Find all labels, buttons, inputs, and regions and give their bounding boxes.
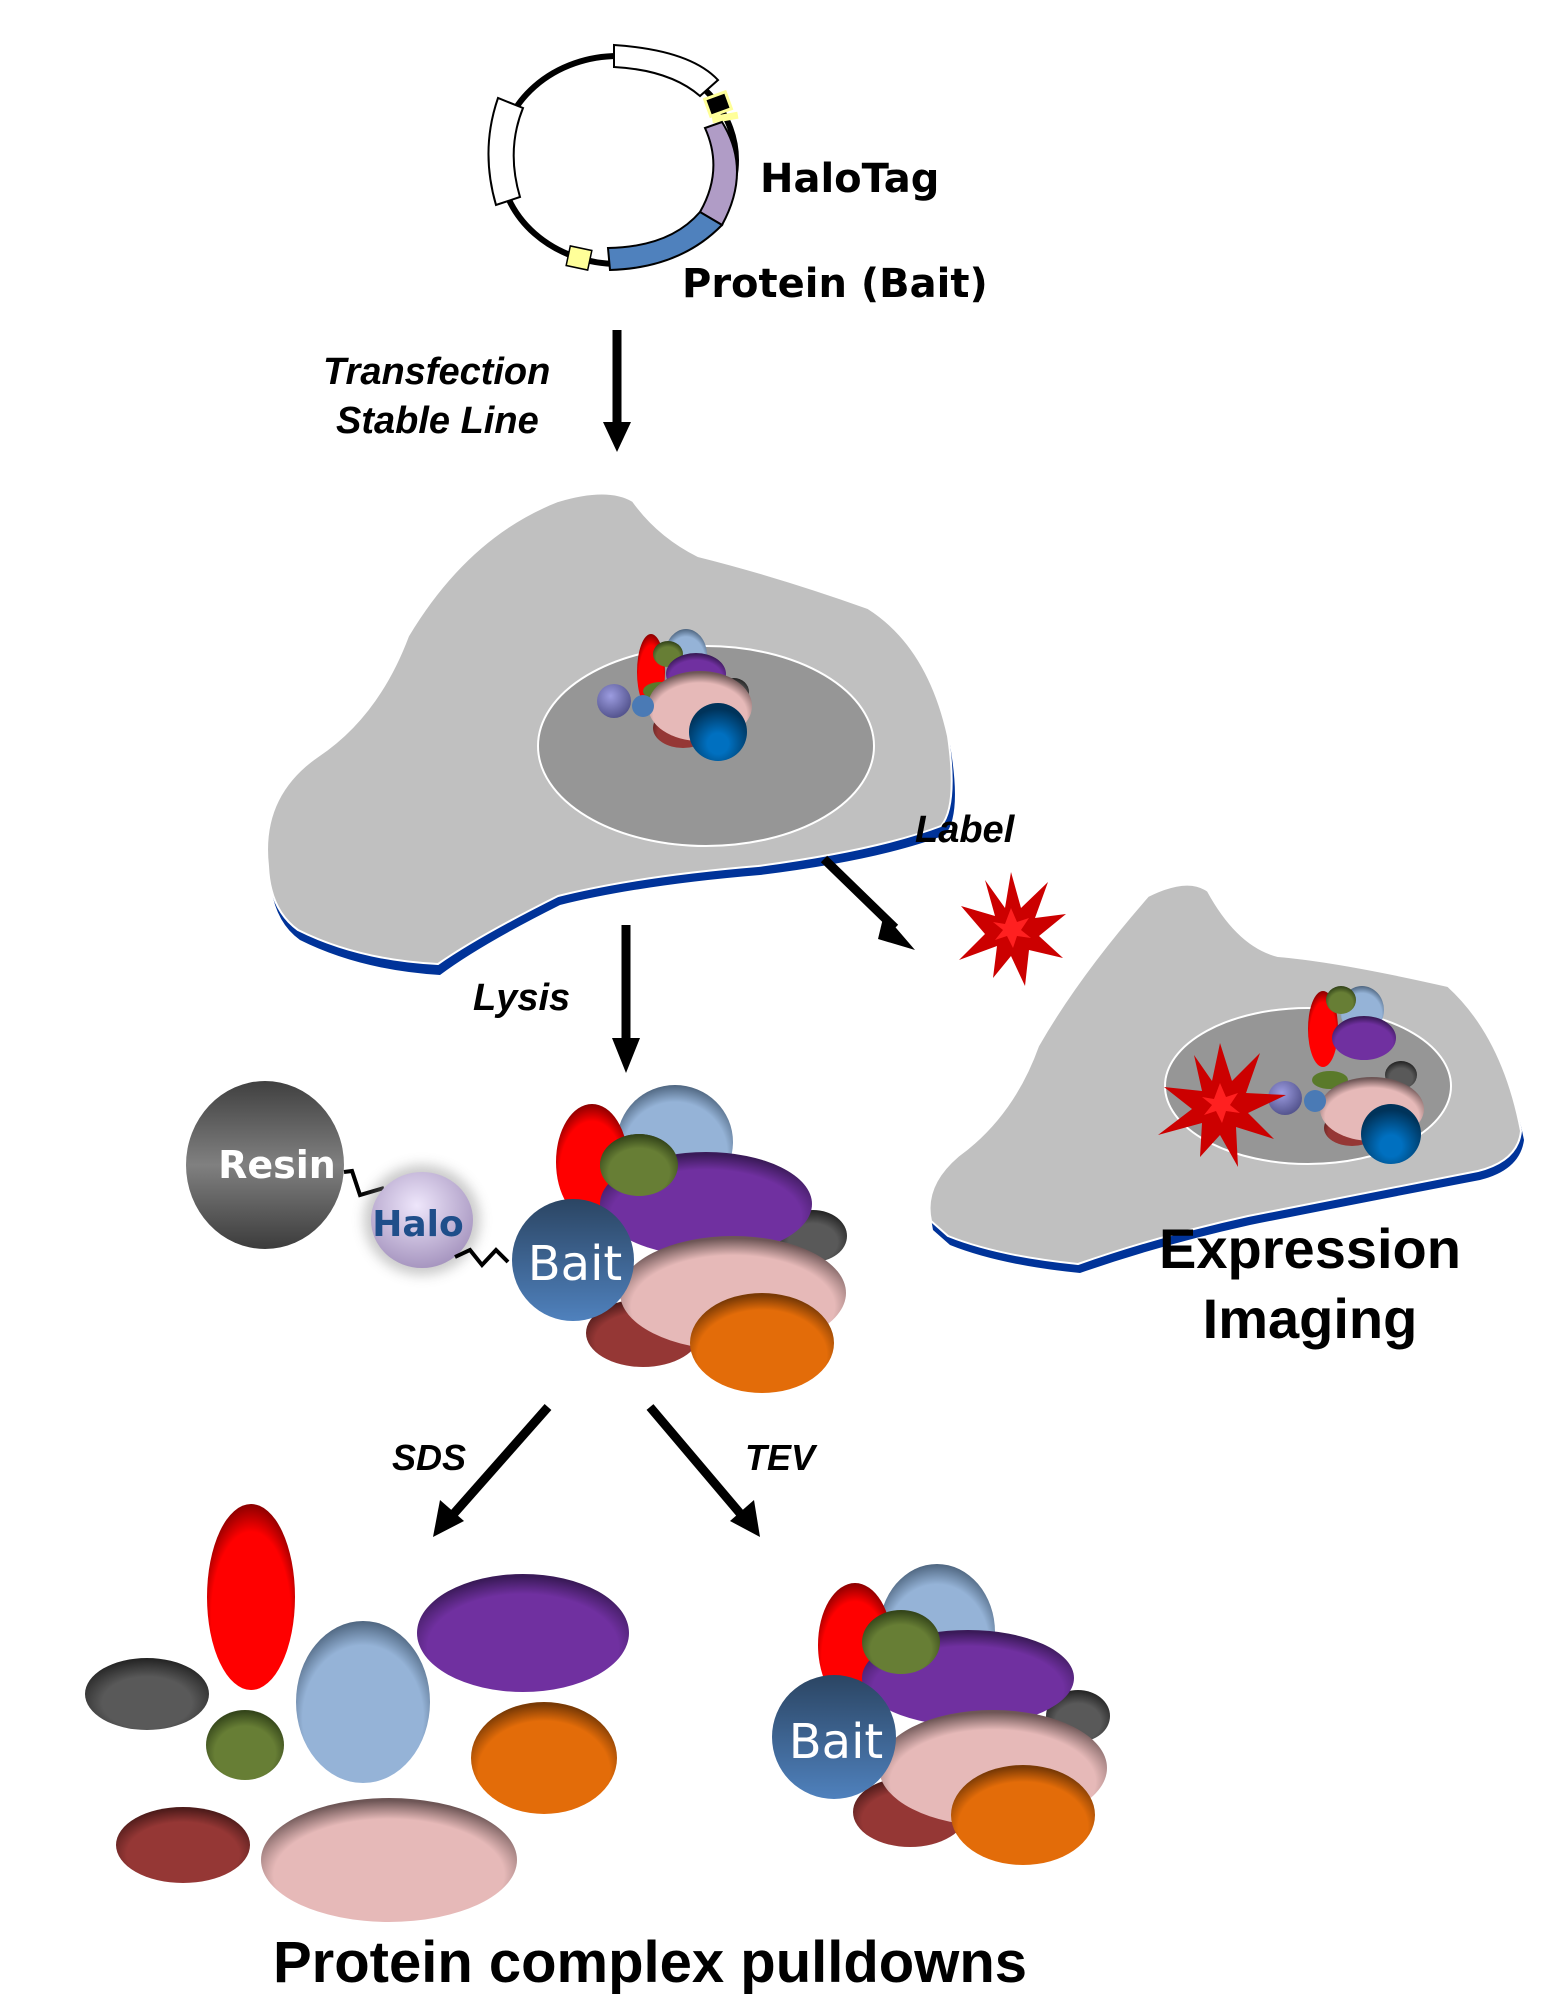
plasmid-segment-top [613, 43, 720, 98]
bait-small [1304, 1090, 1326, 1112]
sds-arrow-head [433, 1500, 464, 1537]
plasmid-marker-yellow-thin [711, 111, 739, 124]
elution-steps: SDS TEV [392, 1404, 818, 1537]
resin-label: Resin [218, 1143, 336, 1187]
pulldown-complex: Resin Halo Bait [186, 1081, 847, 1393]
protein-purple [417, 1574, 629, 1692]
lysis-arrow-head [612, 1038, 640, 1073]
pulldowns-title: Protein complex pulldowns [273, 1930, 1027, 1995]
protein-red [207, 1504, 295, 1690]
stable-line-label: Stable Line [336, 400, 539, 442]
protein-blue-ball [1361, 1104, 1421, 1164]
protein-orange [690, 1293, 834, 1393]
transfection-step: Transfection Stable Line [323, 330, 631, 452]
protein-light-blue [296, 1621, 430, 1783]
cell-labeled [928, 883, 1524, 1273]
tev-label: TEV [745, 1437, 818, 1478]
bait-protein [512, 1199, 634, 1321]
tev-arrow-head [730, 1500, 760, 1537]
expression-label: Expression [1159, 1217, 1461, 1280]
plasmid-marker-yellow [565, 245, 593, 271]
protein-red [1308, 991, 1338, 1067]
tev-arrow-shaft [646, 1404, 748, 1521]
sds-label: SDS [392, 1437, 466, 1478]
protein-dark-gray [85, 1658, 209, 1730]
halo-small [1268, 1081, 1302, 1115]
label-arrow-head [878, 914, 915, 950]
protein-pink [261, 1798, 517, 1922]
label-label: Label [915, 809, 1016, 851]
protein-olive [600, 1134, 678, 1196]
tev-bait-label: Bait [789, 1714, 884, 1770]
label-step: Label [820, 809, 1066, 986]
bait-protein [772, 1675, 896, 1799]
protein-blue-ball [689, 703, 747, 761]
cell-stable-line [266, 492, 955, 975]
halo-small [597, 684, 631, 718]
nuclear-complex [597, 629, 752, 761]
bait-small [632, 695, 654, 717]
protein-olive [206, 1710, 284, 1780]
halo-tag [371, 1172, 473, 1268]
protein-bait-label: Protein (Bait) [682, 261, 988, 307]
linker-resin-halo [343, 1168, 385, 1198]
bait-label: Bait [528, 1236, 623, 1292]
transfection-arrow-head [603, 422, 631, 452]
plasmid-marker-black [702, 89, 734, 119]
protein-olive [1326, 986, 1356, 1014]
plasmid: HaloTag Protein (Bait) [487, 43, 988, 307]
fluorophore-icon [959, 872, 1066, 986]
plasmid-segment-left [487, 96, 525, 207]
sds-arrow-shaft [446, 1404, 552, 1521]
lysis-step: Lysis [473, 925, 640, 1073]
halo-label: Halo [372, 1204, 464, 1245]
plasmid-protein-segment [606, 210, 724, 272]
imaging-label: Imaging [1203, 1287, 1418, 1350]
lysis-label: Lysis [473, 977, 570, 1019]
halotag-label: HaloTag [760, 156, 939, 202]
label-arrow-shaft [820, 855, 899, 932]
tev-eluted-complex: Bait [772, 1564, 1110, 1865]
protein-dark-red [116, 1807, 250, 1883]
fluorophore-bound-icon [1158, 1043, 1286, 1167]
sds-eluted-proteins [85, 1504, 629, 1922]
transfection-label: Transfection [323, 351, 550, 393]
nuclear-complex-2 [1268, 986, 1424, 1164]
resin-bead [186, 1081, 344, 1249]
linker-halo-bait [454, 1247, 510, 1269]
protein-olive [862, 1610, 940, 1674]
protein-orange [471, 1702, 617, 1814]
protein-purple [1332, 1016, 1396, 1060]
protein-orange [951, 1765, 1095, 1865]
